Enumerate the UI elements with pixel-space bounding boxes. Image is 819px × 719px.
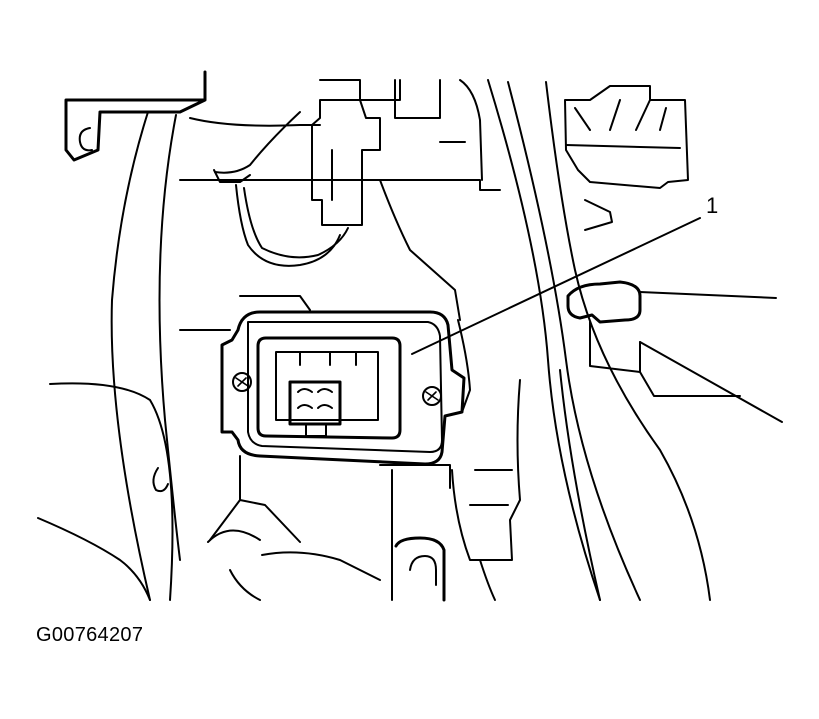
- upper-duct: [179, 79, 501, 321]
- left-housing: [37, 70, 261, 601]
- figure-code: G00764207: [36, 624, 144, 646]
- callout-number: 1: [706, 193, 719, 218]
- blower-resistor: [220, 310, 466, 466]
- leader-line: [411, 217, 701, 355]
- top-connector: [213, 99, 381, 267]
- right-side-parts: [487, 79, 783, 601]
- center-structure: [179, 295, 521, 602]
